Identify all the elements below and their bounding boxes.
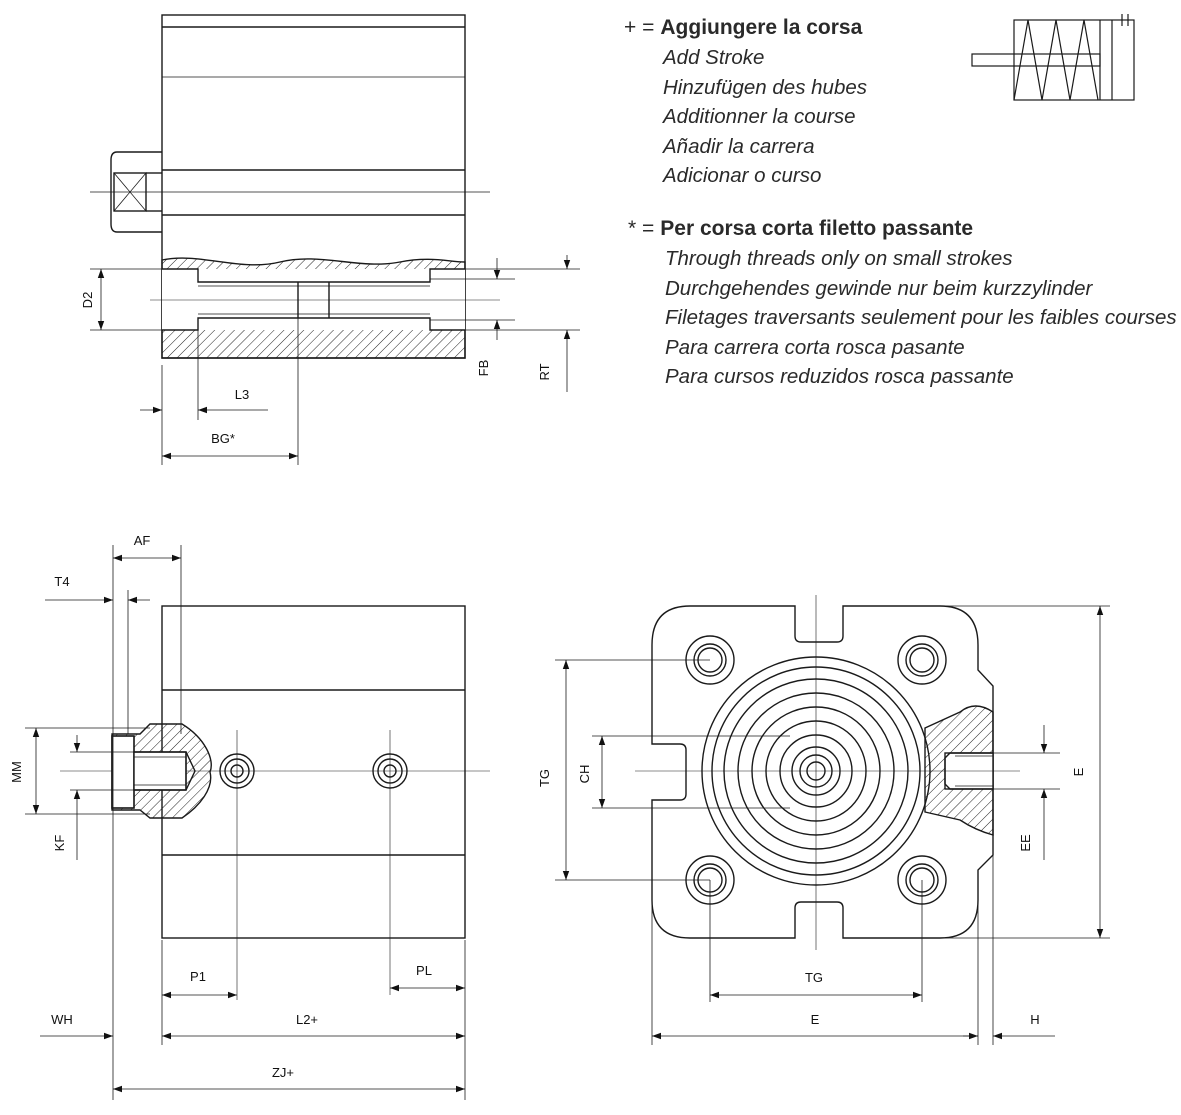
- translation-item: Through threads only on small strokes: [665, 247, 1013, 270]
- legend-short-stroke-title: Per corsa corta filetto passante: [660, 217, 974, 240]
- dim-label-e-vertical: E: [1071, 767, 1086, 776]
- side-view-labels: AF T4 MM KF P1 PL WH L2+ ZJ+: [9, 533, 432, 1080]
- dim-label-mm: MM: [9, 761, 24, 783]
- legend-add-stroke: + =Aggiungere la corsa Add Stroke Hinzuf…: [624, 13, 867, 191]
- legend-short-stroke-translations: Through threads only on small strokes Du…: [665, 244, 1177, 392]
- top-view: [90, 14, 580, 465]
- dim-label-rt: RT: [537, 363, 552, 380]
- spring-return-symbol: [971, 14, 1135, 101]
- translation-item: Add Stroke: [663, 46, 765, 69]
- dim-label-e-horizontal: E: [811, 1012, 820, 1027]
- top-view-labels: D2 FB RT L3 BG*: [80, 292, 552, 446]
- legend-add-stroke-heading: + =Aggiungere la corsa: [624, 13, 867, 43]
- translation-item: Additionner la course: [663, 105, 856, 128]
- dim-label-fb: FB: [476, 360, 491, 377]
- translation-item: Durchgehendes gewinde nur beim kurzzylin…: [665, 276, 1093, 300]
- dim-label-tg-vertical: TG: [537, 769, 552, 787]
- translation-item: Añadir la carrera: [663, 134, 815, 158]
- legend-short-stroke-thread: * =Per corsa corta filetto passante Thro…: [628, 214, 1177, 392]
- translation-item: Filetages traversants seulement pour les…: [665, 306, 1177, 329]
- front-view-labels: TG CH TG E H E EE: [537, 765, 1086, 1027]
- dim-label-l3: L3: [235, 387, 249, 402]
- translation-item: Adicionar o curso: [663, 164, 822, 187]
- dim-label-ee: EE: [1018, 834, 1033, 852]
- legend-short-stroke-heading: * =Per corsa corta filetto passante: [628, 214, 1177, 244]
- dim-label-h: H: [1030, 1012, 1039, 1027]
- side-view: [25, 545, 490, 1100]
- legend-add-stroke-title: Aggiungere la corsa: [660, 16, 863, 39]
- dim-label-l2: L2+: [296, 1012, 318, 1027]
- dim-label-d2: D2: [80, 292, 95, 309]
- legend-add-stroke-symbol: + =: [624, 16, 655, 39]
- dim-label-zj: ZJ+: [272, 1065, 294, 1080]
- translation-item: Para carrera corta rosca pasante: [665, 335, 965, 359]
- dim-label-pl: PL: [416, 963, 432, 978]
- dim-label-ch: CH: [577, 765, 592, 784]
- translation-item: Para cursos reduzidos rosca passante: [665, 365, 1014, 388]
- legend-add-stroke-translations: Add Stroke Hinzufügen des hubes Addition…: [663, 43, 867, 191]
- front-view: [555, 595, 1110, 1045]
- dim-label-kf: KF: [52, 835, 67, 852]
- dim-label-tg-horizontal: TG: [805, 970, 823, 985]
- translation-item: Hinzufügen des hubes: [663, 75, 868, 99]
- legend-short-stroke-symbol: * =: [628, 217, 655, 240]
- dim-label-af: AF: [134, 533, 151, 548]
- dim-label-p1: P1: [190, 969, 206, 984]
- dim-label-wh: WH: [51, 1012, 73, 1027]
- dim-label-t4: T4: [54, 574, 69, 589]
- dim-label-bg: BG*: [211, 431, 235, 446]
